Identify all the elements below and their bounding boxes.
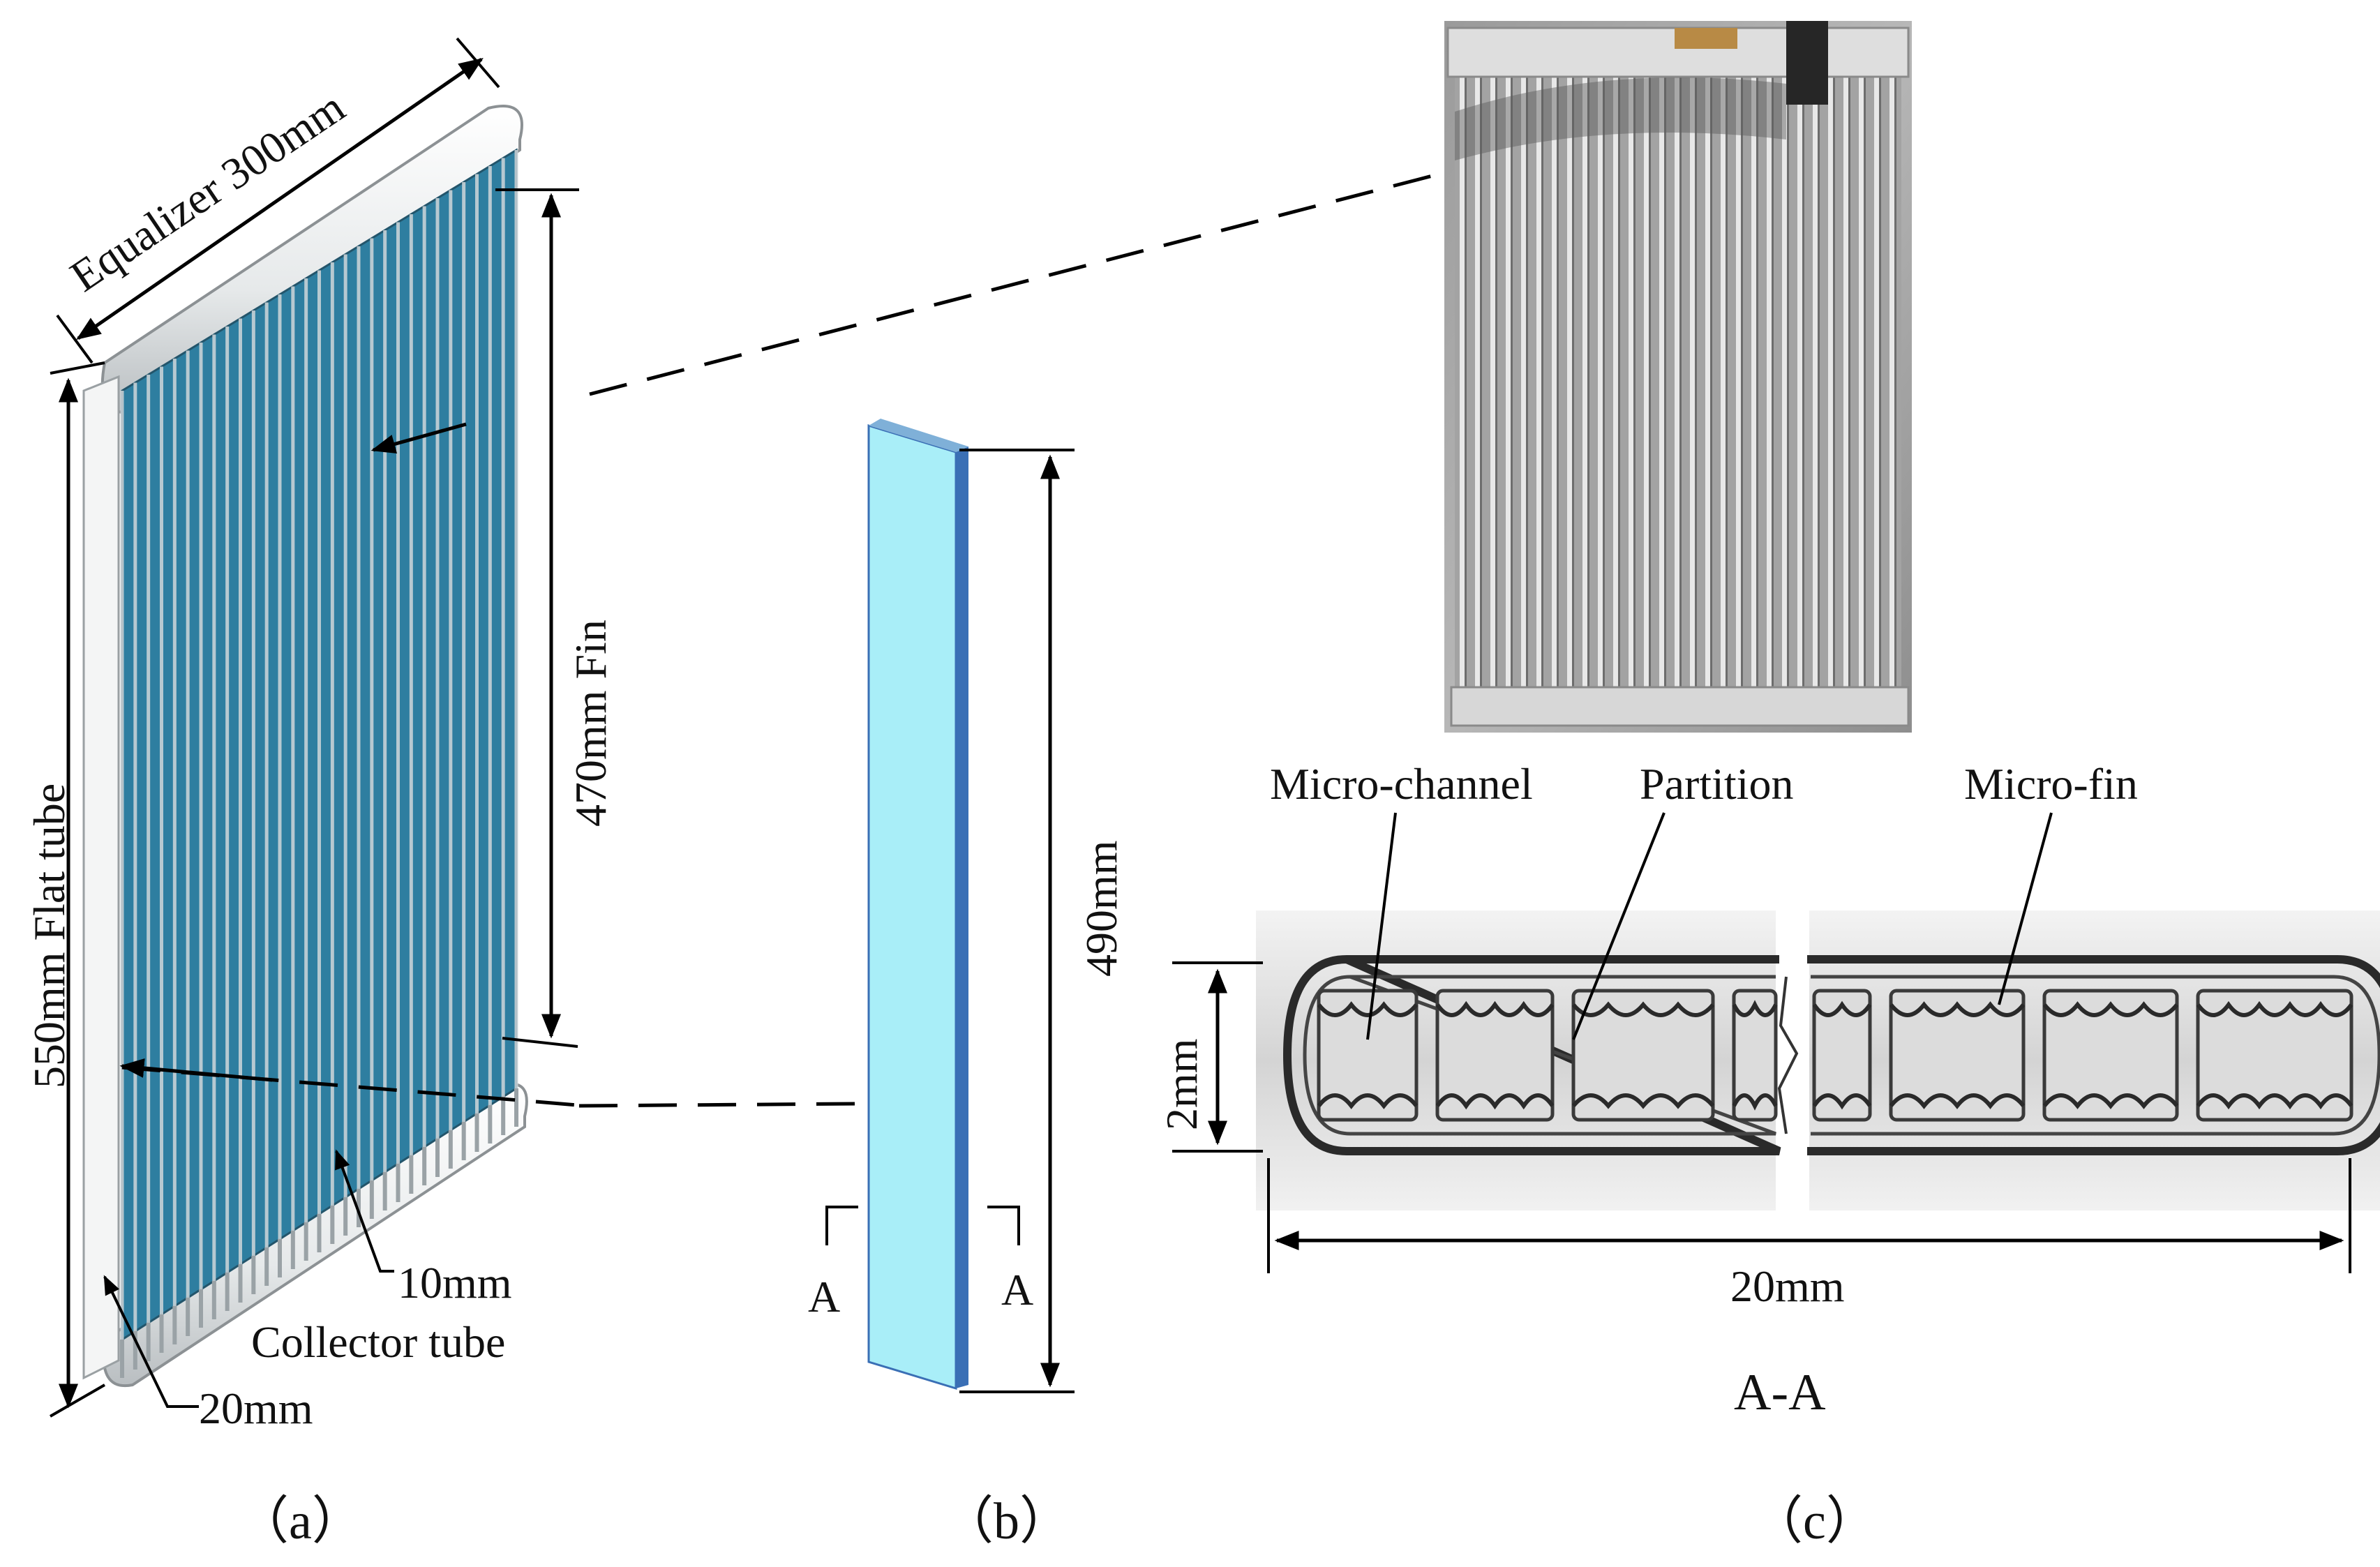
section-title: A-A [1734,1364,1826,1421]
equalizer-dimension-line [76,57,484,340]
micro-fin-label: Micro-fin [1964,759,2138,809]
micro-fin [1732,1093,1778,1111]
panel-b-flat-tube: 490mm A A （b） [808,419,1126,1550]
panel-c-photo [1444,21,1912,733]
micro-fin [1889,1001,2026,1017]
fin-pointer-arrow [371,422,467,454]
micro-channel-cells [1317,989,2353,1122]
micro-fin [1571,1001,1715,1017]
micro-fin [1571,1093,1715,1109]
micro-fin [2042,1001,2179,1017]
micro-channel-cell [1812,989,1872,1122]
flat-tube-edge [956,447,968,1388]
collector-label: Collector tube [251,1317,505,1367]
pitch-leader [335,1149,394,1273]
micro-fin [2042,1093,2179,1109]
section-letter-left: A [808,1272,840,1321]
micro-fin [1435,1000,1555,1017]
flat-tube-label: 550mm Flat tube [24,784,74,1088]
left-side-plate [82,375,120,1380]
section-letter-right: A [1001,1265,1033,1314]
section-marker-right [987,1206,1020,1245]
micro-channel-cell [1571,989,1715,1122]
panel-b-caption: （b） [942,1493,1071,1550]
micro-channel-cell [1889,989,2026,1122]
panel-c-caption: （c） [1751,1493,1878,1550]
flat-tube-face [867,423,957,1390]
micro-fin [1812,1093,1872,1110]
width-label: 20mm [1730,1261,1845,1311]
panel-a-heat-exchanger-drawing: Equalizer 300mm 470mm Fin 550mm Flat tub… [24,37,615,1550]
end-leader [103,1275,199,1408]
micro-fin [1812,1000,1872,1017]
micro-fin [1435,1093,1555,1110]
panel-a-caption: （a） [237,1493,364,1550]
micro-channel-cell [1435,989,1555,1122]
micro-fin [1732,1000,1778,1017]
thickness-label: 2mm [1157,1038,1206,1130]
micro-channel-cell [2042,989,2179,1122]
flat-tube-array [120,150,518,1340]
micro-fin [1317,1093,1419,1109]
tube-cross-section-outline [1282,954,2380,1155]
pitch-label: 10mm [398,1258,512,1307]
photo-fitting [1675,28,1737,49]
micro-fin [1889,1093,2026,1109]
micro-fin [1317,1001,1419,1017]
micro-channel-cell [2196,989,2353,1122]
micro-channel-label: Micro-channel [1270,759,1533,809]
section-marker-left [825,1206,858,1245]
heat-exchanger-photo-tubes [1455,66,1901,687]
dashed-connectors [121,169,1452,1108]
fin-label: 470mm Fin [566,620,615,827]
partition-label: Partition [1640,759,1793,809]
end-label: 20mm [199,1384,313,1433]
section-break [1777,976,1799,1134]
micro-fin [2196,1093,2353,1110]
panel-c-cross-section: Micro-channel Partition Micro-fin 2mm 20… [1157,759,2380,1550]
micro-channel-cell [1732,989,1778,1122]
micro-channel-cell [1317,989,1419,1122]
tube-height-label: 490mm [1077,840,1126,977]
micro-fin [2196,1000,2353,1017]
